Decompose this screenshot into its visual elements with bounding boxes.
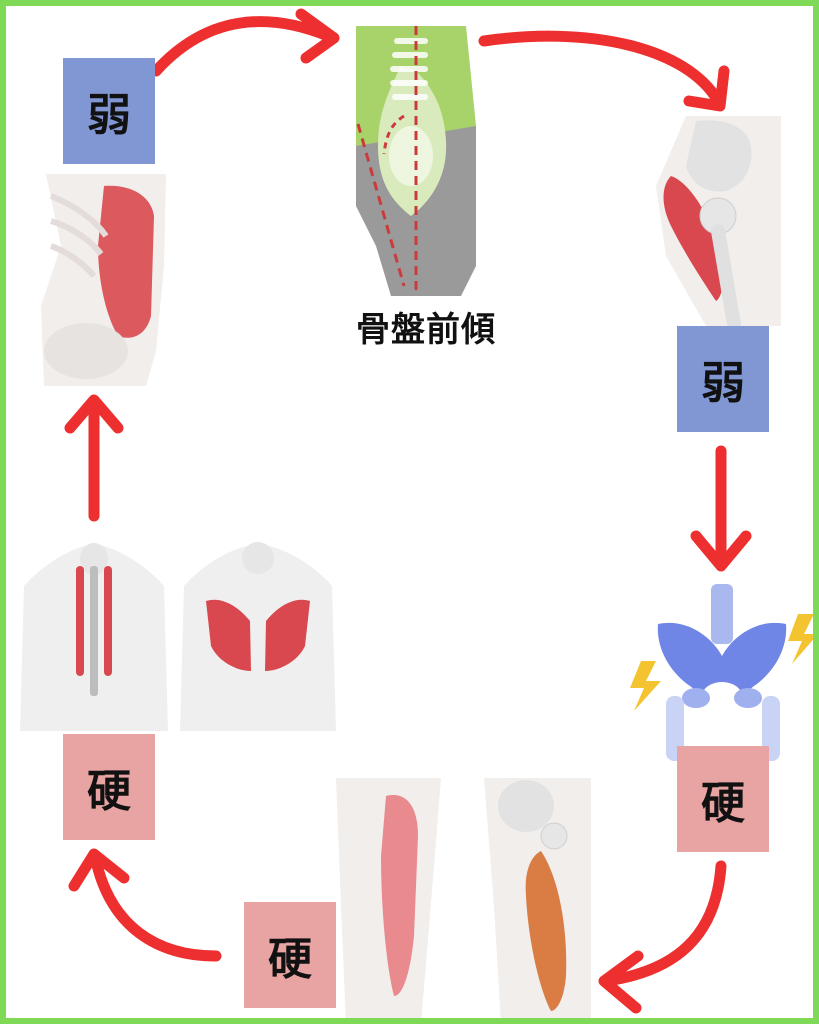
arrow-pelvis-to-hip bbox=[478, 30, 724, 107]
hard-label-bottom: 硬 bbox=[244, 902, 336, 1008]
hip-muscle-illustration bbox=[656, 116, 781, 331]
arrow-right-to-bottom bbox=[600, 860, 727, 987]
pain-bolt-icon-right bbox=[788, 614, 813, 664]
weak-label-right: 弱 bbox=[677, 326, 769, 432]
hard-label-right: 硬 bbox=[677, 746, 769, 852]
arrow-topleft-to-pelvis bbox=[150, 16, 334, 77]
pelvic-tilt-caption: 骨盤前傾 bbox=[356, 310, 496, 350]
illustration-layer bbox=[20, 8, 813, 1018]
arrow-bottom-to-left bbox=[90, 855, 222, 962]
pelvis-illustration bbox=[630, 584, 813, 761]
thigh-muscles-illustration bbox=[336, 778, 591, 1018]
pelvic-tilt-illustration bbox=[356, 26, 476, 296]
abdominal-illustration bbox=[41, 174, 166, 386]
back-muscles-illustration bbox=[20, 542, 336, 731]
hard-label-left: 硬 bbox=[63, 734, 155, 840]
weak-label-top-left: 弱 bbox=[63, 58, 155, 164]
pain-bolt-icon-left bbox=[630, 661, 661, 711]
